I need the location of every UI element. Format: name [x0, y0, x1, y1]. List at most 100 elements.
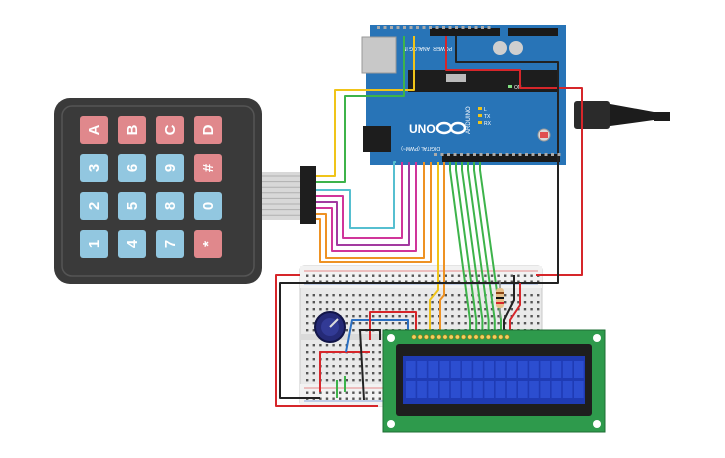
bb-wire-red[interactable]	[319, 351, 370, 392]
breadboard-hole	[484, 322, 487, 325]
keypad-key[interactable]: 7	[156, 230, 184, 258]
keypad-key[interactable]: 2	[80, 192, 108, 220]
breadboard-hole	[477, 280, 480, 283]
lcd-data-wire[interactable]	[455, 162, 478, 337]
lcd-cell	[484, 361, 494, 378]
lcd-cell	[518, 361, 528, 378]
keypad-key-face	[80, 116, 108, 144]
lcd-pin	[461, 334, 467, 340]
usb-cable[interactable]	[574, 101, 670, 129]
keypad-key[interactable]: 8	[156, 192, 184, 220]
breadboard-hole	[352, 280, 355, 283]
breadboard-hole	[457, 274, 461, 277]
keypad-key[interactable]: 6	[118, 154, 146, 182]
keypad-key[interactable]: B	[118, 116, 146, 144]
breadboard-hole	[339, 365, 342, 368]
breadboard-hole	[378, 372, 381, 375]
breadboard-hole	[352, 344, 355, 347]
keypad-wire[interactable]	[316, 161, 396, 229]
keypad-key[interactable]: 4	[118, 230, 146, 258]
breadboard-hole	[306, 365, 309, 368]
breadboard-hole	[391, 274, 395, 277]
lcd-data-wire[interactable]	[473, 162, 496, 337]
keypad-key[interactable]: 0	[194, 192, 222, 220]
bb-wire-red[interactable]	[369, 311, 417, 340]
arduino-tx-led	[478, 114, 482, 117]
potentiometer[interactable]	[314, 311, 346, 343]
breadboard-hole	[325, 308, 329, 311]
breadboard-hole	[365, 397, 368, 400]
lcd-data-wire[interactable]	[449, 162, 471, 337]
breadboard-hole	[372, 365, 375, 368]
breadboard-hole	[352, 294, 355, 297]
lcd-16x2[interactable]	[382, 329, 606, 433]
breadboard-hole	[490, 274, 494, 277]
lcd-pin	[504, 334, 510, 340]
lcd-cell	[417, 381, 427, 398]
resistor[interactable]	[496, 280, 504, 318]
breadboard-hole	[398, 274, 401, 277]
breadboard-hole	[504, 308, 507, 311]
breadboard-hole	[345, 379, 348, 382]
bb-wire-blue[interactable]	[345, 319, 409, 353]
keypad-wire[interactable]	[316, 162, 425, 259]
bb-wire-black[interactable]	[359, 329, 381, 401]
breadboard-hole	[345, 397, 348, 400]
lcd-en-wire[interactable]	[439, 162, 445, 337]
breadboard-hole	[451, 322, 454, 325]
ground-wire-black[interactable]	[279, 36, 559, 399]
keypad-key[interactable]: D	[194, 116, 222, 144]
keypad-key[interactable]: #	[194, 154, 222, 182]
breadboard-hole	[358, 391, 362, 394]
keypad-key[interactable]: 9	[156, 154, 184, 182]
lcd-data-wire[interactable]	[479, 162, 502, 337]
keypad-key[interactable]: 3	[80, 154, 108, 182]
breadboard-hole	[530, 274, 533, 277]
breadboard-hole	[477, 274, 480, 277]
keypad-wire[interactable]	[316, 36, 415, 177]
keypad-wire[interactable]	[316, 162, 432, 263]
arduino-capacitor-2	[493, 41, 507, 55]
keypad-key[interactable]: *	[194, 230, 222, 258]
breadboard-hole	[372, 391, 375, 394]
lcd-data-wire[interactable]	[461, 162, 484, 337]
breadboard-hole	[306, 301, 309, 304]
breadboard-hole	[372, 358, 375, 361]
breadboard-hole	[312, 301, 315, 304]
keypad-wire[interactable]	[316, 162, 417, 252]
breadboard-hole	[306, 315, 309, 318]
keypad-wire[interactable]	[316, 162, 403, 239]
breadboard-hole	[306, 372, 309, 375]
breadboard-hole	[378, 351, 381, 354]
keypad-key[interactable]: C	[156, 116, 184, 144]
breadboard-hole	[332, 365, 335, 368]
keypad-wire[interactable]	[316, 162, 410, 246]
keypad-key[interactable]: 1	[80, 230, 108, 258]
breadboard-hole	[418, 301, 421, 304]
breadboard-hole	[345, 329, 348, 332]
keypad-key-face	[80, 192, 108, 220]
keypad-key[interactable]: A	[80, 116, 108, 144]
bb-wire-red[interactable]	[509, 283, 521, 337]
power-wire-red[interactable]	[445, 36, 583, 276]
keypad-key-label: 3	[86, 164, 103, 172]
breadboard-hole	[352, 274, 355, 277]
breadboard-hole	[411, 315, 414, 318]
breadboard-hole	[424, 274, 428, 277]
breadboard-hole	[398, 308, 401, 311]
keypad-key-face	[118, 230, 146, 258]
bb-wire-black[interactable]	[503, 275, 515, 337]
keypad-key[interactable]: 5	[118, 192, 146, 220]
lcd-rs-wire[interactable]	[429, 162, 439, 337]
breadboard-hole	[391, 308, 395, 311]
keypad-key-label: 8	[162, 202, 179, 210]
breadboard-hole	[497, 280, 500, 283]
power-wire-red-left[interactable]	[275, 274, 378, 407]
keypad-wire[interactable]	[316, 36, 405, 183]
lcd-data-wire[interactable]	[467, 162, 490, 337]
breadboard-hole	[332, 280, 335, 283]
lcd-mount-hole	[387, 334, 395, 342]
breadboard-hole	[325, 358, 329, 361]
breadboard-hole	[391, 315, 395, 318]
